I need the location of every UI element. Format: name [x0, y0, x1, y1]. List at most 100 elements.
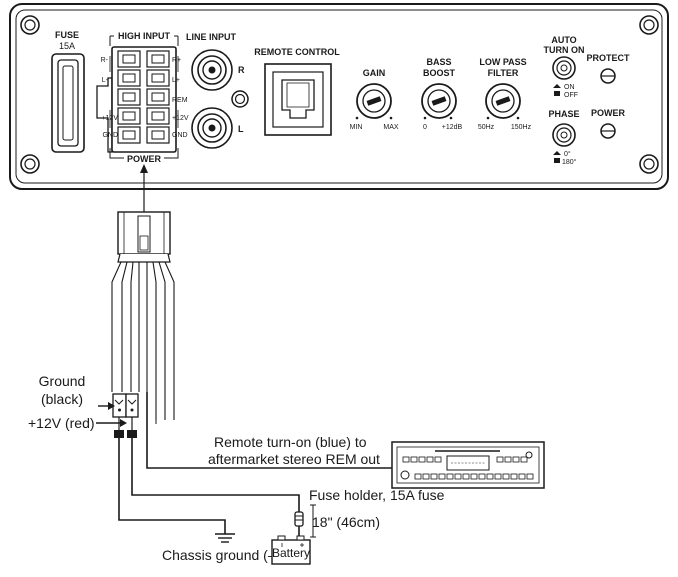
head-unit-display [446, 455, 490, 471]
head-unit-button [494, 473, 502, 480]
high-input-pins [117, 50, 170, 144]
rca-jack-left[interactable] [191, 107, 233, 149]
protect-title: PROTECT [586, 53, 630, 63]
aftermarket-stereo-head-unit [391, 441, 545, 489]
chassis-ground-wire [118, 438, 226, 534]
gain-min-label: MIN [350, 124, 363, 131]
panel-inner-frame [15, 9, 663, 184]
rca-jack-right[interactable] [191, 49, 233, 91]
phase-180-label: 180° [562, 158, 577, 166]
head-unit-button [470, 473, 478, 480]
head-unit-button [462, 473, 470, 480]
power-harness: Ground (black) +12V (red) Chassis ground… [28, 164, 545, 565]
head-unit-button [418, 456, 426, 463]
ground-label-line1: Ground [39, 373, 86, 389]
wire-bundle [111, 261, 175, 420]
high-input-label-gnd-left: GND [102, 132, 118, 139]
phase-switch[interactable] [552, 123, 576, 147]
high-input-pin-socket [151, 73, 165, 83]
head-unit-button [510, 473, 518, 480]
high-input-label-rem: REM [172, 97, 188, 104]
head-unit-button [438, 473, 446, 480]
remote-label-line1: Remote turn-on (blue) to [214, 434, 367, 450]
switch-up-icon [553, 84, 561, 88]
plus12-label: +12V (red) [28, 415, 95, 431]
gain-max-label: MAX [383, 124, 399, 131]
head-unit-button [502, 473, 510, 480]
high-input-label-r-plus: R+ [172, 57, 181, 64]
high-input-pin-socket [151, 54, 165, 64]
head-unit-button [434, 456, 442, 463]
bass-boost-min-label: 0 [423, 124, 427, 131]
screw-bottom-right [639, 154, 659, 174]
high-input-pin-socket [122, 92, 136, 102]
low-pass-min-label: 50Hz [478, 124, 495, 131]
plus12-arrow-icon [120, 419, 127, 427]
high-input-pin-socket [151, 130, 165, 140]
fuse-title: FUSE [55, 30, 79, 40]
high-input-label-gnd-right: GND [172, 132, 188, 139]
high-input-label-12v-left: +12V [101, 115, 118, 122]
ferrule-ground [114, 430, 124, 438]
head-unit-button [504, 456, 512, 463]
head-unit-button [414, 473, 422, 480]
high-input-connector [96, 46, 177, 153]
auto-turn-on-switch[interactable] [552, 56, 576, 80]
phase-title: PHASE [548, 109, 579, 119]
protect-led-icon [600, 68, 616, 84]
high-input-pin-socket [122, 54, 136, 64]
line-input-r-label: R [238, 65, 245, 75]
phase-up-icon [553, 151, 561, 155]
fuse-holder-slot [51, 53, 85, 153]
remote-label-line2: aftermarket stereo REM out [208, 451, 380, 467]
head-unit-button [526, 473, 534, 480]
head-unit-buttons [402, 456, 534, 480]
auto-turn-on-off-label: OFF [564, 92, 578, 99]
phase-down-icon [554, 158, 560, 163]
high-input-label-l-plus: L+ [172, 77, 180, 84]
low-pass-max-label: 150Hz [511, 124, 532, 131]
switch-down-icon [554, 91, 560, 96]
auto-turn-on-title-1: AUTO [551, 35, 576, 45]
bass-boost-title-2: BOOST [423, 68, 456, 78]
phase-0-label: 0° [564, 150, 571, 158]
ground-arrow-icon [108, 402, 115, 410]
plus12-wire [131, 438, 300, 512]
head-unit-button [518, 473, 526, 480]
power-led-icon [600, 123, 616, 139]
remote-control-port[interactable] [264, 63, 332, 136]
head-unit-button [520, 456, 528, 463]
ground-screw-icon [231, 90, 249, 108]
ferrule-12v [127, 430, 137, 438]
distance-marker [310, 504, 316, 538]
head-unit-button [512, 456, 520, 463]
power-led-title: POWER [591, 108, 626, 118]
head-unit-button [446, 473, 454, 480]
head-unit-knob-icon [400, 470, 410, 480]
head-unit-button [422, 473, 430, 480]
ring-connector-ground [112, 393, 127, 418]
battery-icon [271, 535, 311, 565]
screw-bottom-left [20, 154, 40, 174]
power-label: POWER [127, 154, 162, 164]
fuse-rating: 15A [59, 41, 75, 51]
line-input-l-label: L [238, 124, 244, 134]
ground-label-line2: (black) [41, 391, 83, 407]
high-input-label-r-minus: R- [101, 57, 109, 64]
bass-boost-knob[interactable] [421, 83, 457, 119]
harness-plug [117, 211, 171, 263]
fuse-holder-label: Fuse holder, 15A fuse [309, 487, 445, 503]
head-unit-button [496, 456, 504, 463]
high-input-pin-socket [122, 73, 136, 83]
low-pass-knob[interactable] [485, 83, 521, 119]
low-pass-title-2: FILTER [488, 68, 519, 78]
high-input-label-12v-right: +12V [172, 115, 189, 122]
amplifier-panel: FUSE 15A HIGH INPUT R- L- +12V GND R+ L+… [9, 3, 669, 190]
gain-title: GAIN [363, 68, 386, 78]
screw-top-left [20, 15, 40, 35]
gain-knob[interactable] [356, 83, 392, 119]
high-input-title: HIGH INPUT [118, 31, 171, 41]
head-unit-button [486, 473, 494, 480]
head-unit-button [426, 456, 434, 463]
